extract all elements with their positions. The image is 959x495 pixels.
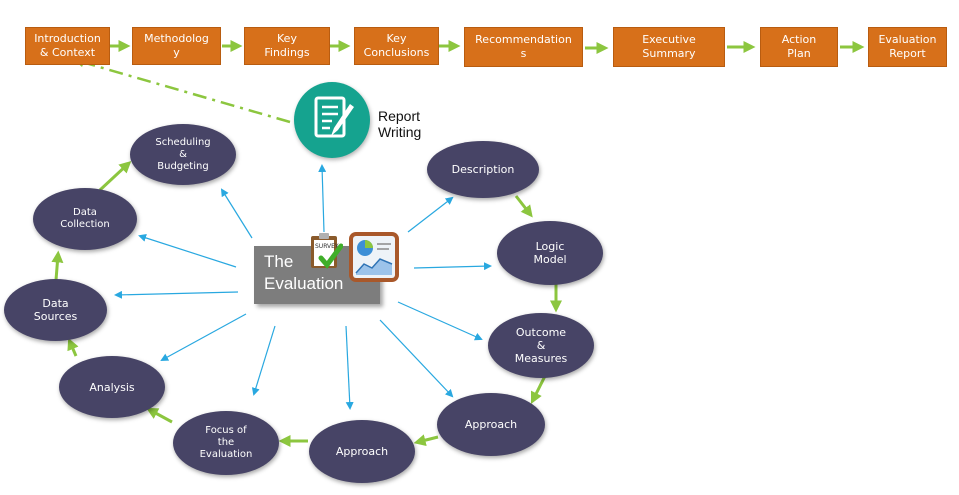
report-to-intro-link (81, 60, 291, 124)
spoke-arrow (318, 164, 327, 233)
node-outcome-measures: Outcome & Measures (488, 313, 594, 378)
spoke-arrow (345, 325, 354, 410)
cycle-arrow (146, 407, 173, 424)
cycle-arrow (514, 195, 533, 218)
spoke-arrow (379, 319, 454, 398)
spoke-arrow (407, 196, 454, 233)
cycle-arrow (67, 337, 79, 357)
spoke-arrow (220, 188, 253, 239)
cycle-arrow (98, 160, 132, 192)
step-label: Action Plan (781, 33, 817, 60)
step-label: Key Conclusions (363, 32, 430, 59)
spoke-arrow (413, 262, 492, 271)
node-analysis: Analysis (59, 356, 165, 418)
report-writing-label: Report Writing (378, 108, 422, 140)
evaluation-title: The Evaluation (264, 252, 344, 293)
cycle-arrow (530, 375, 547, 405)
step-key-conclusions: Key Conclusions (354, 27, 439, 65)
node-logic-model: Logic Model (497, 221, 603, 285)
spoke-arrow (114, 290, 239, 299)
node-data-collection: Data Collection (33, 188, 137, 250)
step-action-plan: Action Plan (760, 27, 838, 67)
step-introduction-context: Introduction & Context (25, 27, 110, 65)
step-executive-summary: Executive Summary (613, 27, 725, 67)
node-data-sources: Data Sources (4, 279, 107, 341)
step-methodology: Methodolog y (132, 27, 221, 65)
step-key-findings: Key Findings (244, 27, 330, 65)
survey-tag: SURVEY (315, 243, 339, 250)
survey-clipboard-icon: SURVEY (311, 233, 343, 270)
step-label: Key Findings (264, 32, 310, 59)
node-approach-right: Approach (437, 393, 545, 456)
step-recommendations: Recommendation s (464, 27, 583, 67)
spoke-arrow (160, 313, 247, 361)
node-focus-of-evaluation: Focus of the Evaluation (173, 411, 279, 475)
spoke-arrow (251, 325, 276, 396)
chart-tablet-icon (349, 232, 399, 282)
node-approach-bottom: Approach (309, 420, 415, 483)
node-description: Description (427, 141, 539, 198)
spoke-arrow (397, 301, 483, 341)
step-evaluation-report: Evaluation Report (868, 27, 947, 67)
step-label: Evaluation Report (878, 33, 937, 60)
step-label: Recommendation s (475, 33, 572, 60)
cycle-arrow (51, 250, 64, 281)
step-label: Executive Summary (642, 33, 696, 60)
spoke-arrow (138, 234, 237, 268)
cycle-arrow (413, 434, 439, 447)
step-label: Introduction & Context (34, 32, 101, 59)
step-label: Methodolog y (144, 32, 209, 59)
report-writing-circle (294, 82, 370, 158)
node-scheduling-budgeting: Scheduling & Budgeting (130, 124, 236, 185)
document-pen-icon (314, 96, 354, 138)
